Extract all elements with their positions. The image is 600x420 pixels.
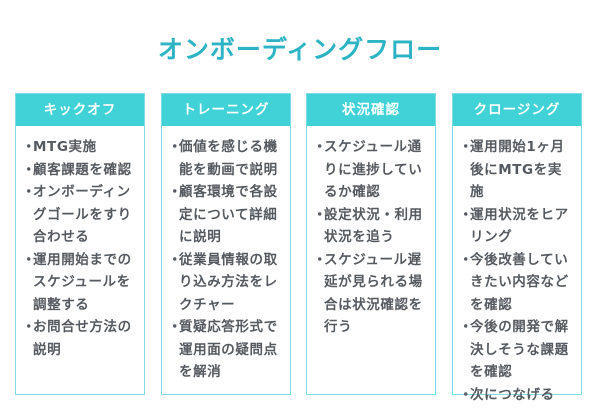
phase-card-closing: クロージング・運用開始1ヶ月後にMTGを実施・運用状況をヒアリング・今後改善して… [452, 93, 582, 403]
bullet-icon: ・ [459, 206, 474, 223]
bullet-icon: ・ [22, 161, 37, 178]
phase-items: ・スケジュール通りに進捗しているか確認・設定状況・利用状況を追う・スケジュール遅… [307, 126, 435, 339]
list-item-text: 運用開始1ヶ月後にMTGを実施 [470, 139, 565, 200]
list-item: ・運用状況をヒアリング [459, 204, 572, 249]
bullet-icon: ・ [22, 139, 37, 155]
phase-items: ・MTG実施・顧客課題を確認・オンボーディングゴールをすり合わせる・運用開始まで… [16, 126, 144, 361]
bullet-icon: ・ [22, 251, 37, 268]
list-item-text: スケジュール通りに進捗しているか確認 [324, 139, 423, 200]
bullet-icon: ・ [313, 206, 328, 223]
phase-card-status-check: 状況確認・スケジュール通りに進捗しているか確認・設定状況・利用状況を追う・スケジ… [306, 93, 436, 395]
bullet-icon: ・ [168, 184, 183, 200]
bullet-icon: ・ [459, 386, 474, 403]
list-item: ・今後改善していきたい内容などを確認 [459, 249, 572, 317]
list-item-text: お問合せ方法の説明 [33, 319, 132, 358]
list-item-text: 顧客環境で各設定について詳細に説明 [179, 184, 278, 245]
bullet-icon: ・ [459, 251, 474, 268]
list-item-text: スケジュール遅延が見られる場合は状況確認を行う [324, 251, 423, 336]
list-item: ・質疑応答形式で運用面の疑問点を解消 [168, 316, 281, 384]
list-item: ・従業員情報の取り込み方法をレクチャー [168, 249, 281, 317]
bullet-icon: ・ [22, 184, 37, 200]
list-item: ・顧客課題を確認 [22, 159, 135, 182]
phase-items: ・価値を感じる機能を動画で説明・顧客環境で各設定について詳細に説明・従業員情報の… [162, 126, 290, 384]
list-item: ・運用開始1ヶ月後にMTGを実施 [459, 136, 572, 204]
phase-header: トレーニング [162, 94, 290, 126]
list-item-text: 運用状況をヒアリング [470, 206, 569, 246]
list-item: ・顧客環境で各設定について詳細に説明 [168, 181, 281, 249]
list-item: ・お問合せ方法の説明 [22, 316, 135, 361]
bullet-icon: ・ [459, 139, 474, 155]
list-item-text: 今後改善していきたい内容などを確認 [470, 251, 569, 313]
bullet-icon: ・ [168, 251, 183, 268]
list-item-text: 顧客課題を確認 [33, 161, 132, 178]
phase-header: クロージング [453, 94, 581, 126]
phase-card-training: トレーニング・価値を感じる機能を動画で説明・顧客環境で各設定について詳細に説明・… [161, 93, 291, 395]
list-item: ・今後の開発で解決しそうな課題を確認 [459, 316, 572, 384]
bullet-icon: ・ [313, 139, 328, 155]
bullet-icon: ・ [459, 319, 474, 335]
bullet-icon: ・ [22, 319, 37, 335]
list-item-text: 設定状況・利用状況を追う [324, 206, 423, 246]
list-item: ・運用開始までのスケジュールを調整する [22, 249, 135, 317]
list-item: ・スケジュール通りに進捗しているか確認 [313, 136, 426, 204]
bullet-icon: ・ [313, 251, 328, 268]
bullet-icon: ・ [168, 319, 183, 335]
phase-items: ・運用開始1ヶ月後にMTGを実施・運用状況をヒアリング・今後改善していきたい内容… [453, 126, 581, 406]
list-item: ・MTG実施 [22, 136, 135, 159]
list-item: ・オンボーディングゴールをすり合わせる [22, 181, 135, 249]
list-item: ・スケジュール遅延が見られる場合は状況確認を行う [313, 249, 426, 339]
list-item-text: MTG実施 [33, 139, 97, 155]
list-item-text: 今後の開発で解決しそうな課題を確認 [470, 319, 569, 380]
list-item-text: オンボーディングゴールをすり合わせる [33, 184, 132, 245]
list-item-text: 質疑応答形式で運用面の疑問点を解消 [179, 319, 278, 380]
list-item-text: 従業員情報の取り込み方法をレクチャー [179, 251, 278, 313]
bullet-icon: ・ [168, 139, 183, 155]
list-item-text: 次につなげる [470, 386, 555, 403]
list-item-text: 価値を感じる機能を動画で説明 [179, 139, 278, 178]
phase-card-kickoff: キックオフ・MTG実施・顧客課題を確認・オンボーディングゴールをすり合わせる・運… [15, 93, 145, 395]
list-item: ・価値を感じる機能を動画で説明 [168, 136, 281, 181]
phase-header: 状況確認 [307, 94, 435, 126]
list-item-text: 運用開始までのスケジュールを調整する [33, 251, 132, 313]
phase-header: キックオフ [16, 94, 144, 126]
list-item: ・次につなげる [459, 384, 572, 407]
list-item: ・設定状況・利用状況を追う [313, 204, 426, 249]
page-title: オンボーディングフロー [157, 35, 443, 64]
